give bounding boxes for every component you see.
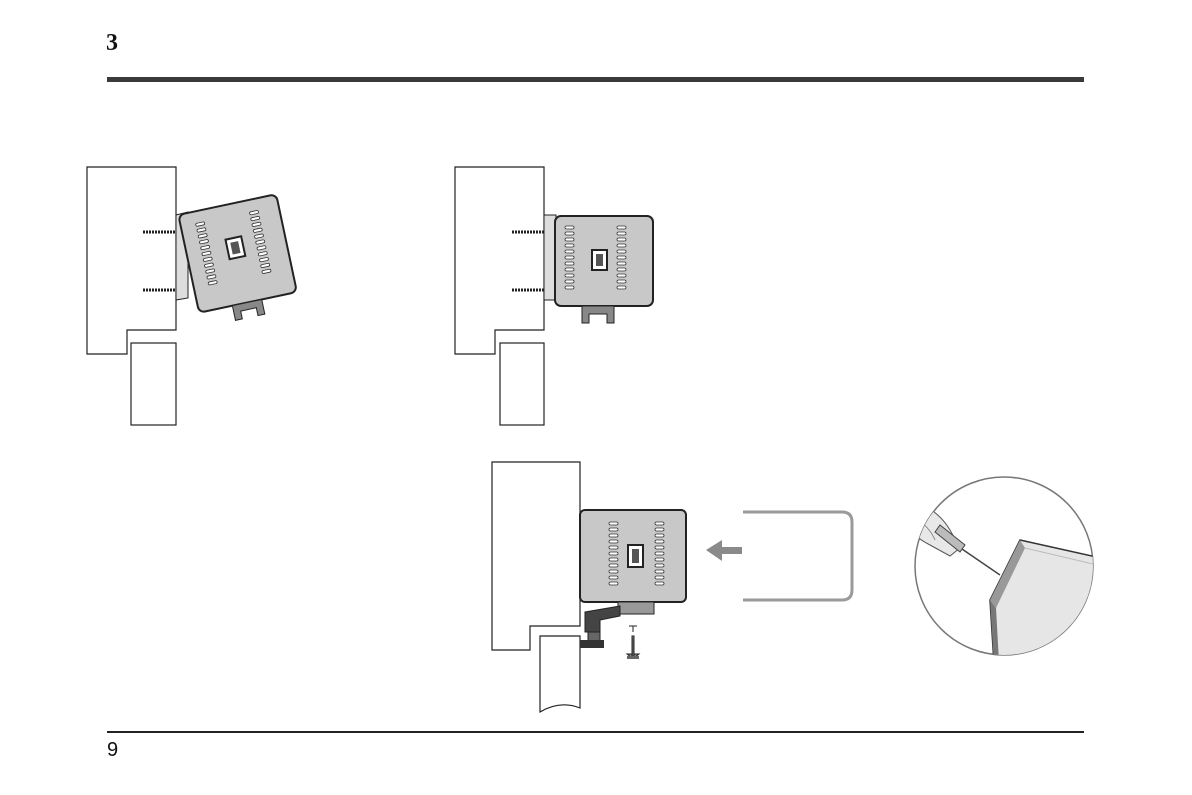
wall-panel-icon	[87, 167, 176, 354]
page-number: 9	[107, 739, 118, 762]
wall-panel-icon	[492, 462, 580, 650]
device-icon	[580, 510, 686, 614]
wall-panel-icon	[455, 167, 544, 354]
wall-lower-panel	[500, 343, 544, 425]
cover-frame-icon	[743, 512, 852, 600]
footer-rule	[107, 731, 1084, 733]
figure-straight-mount	[455, 167, 653, 425]
figure-cover-slide-on	[492, 462, 852, 712]
screw-icon	[627, 626, 639, 659]
figure-drill-detail	[905, 477, 1110, 680]
device-icon	[555, 216, 653, 323]
wall-lower-panel	[131, 343, 176, 425]
arrow-left-icon	[706, 540, 742, 561]
wall-lower-panel	[540, 636, 580, 712]
device-icon	[178, 194, 300, 327]
figure-tilted-mount	[87, 167, 300, 425]
